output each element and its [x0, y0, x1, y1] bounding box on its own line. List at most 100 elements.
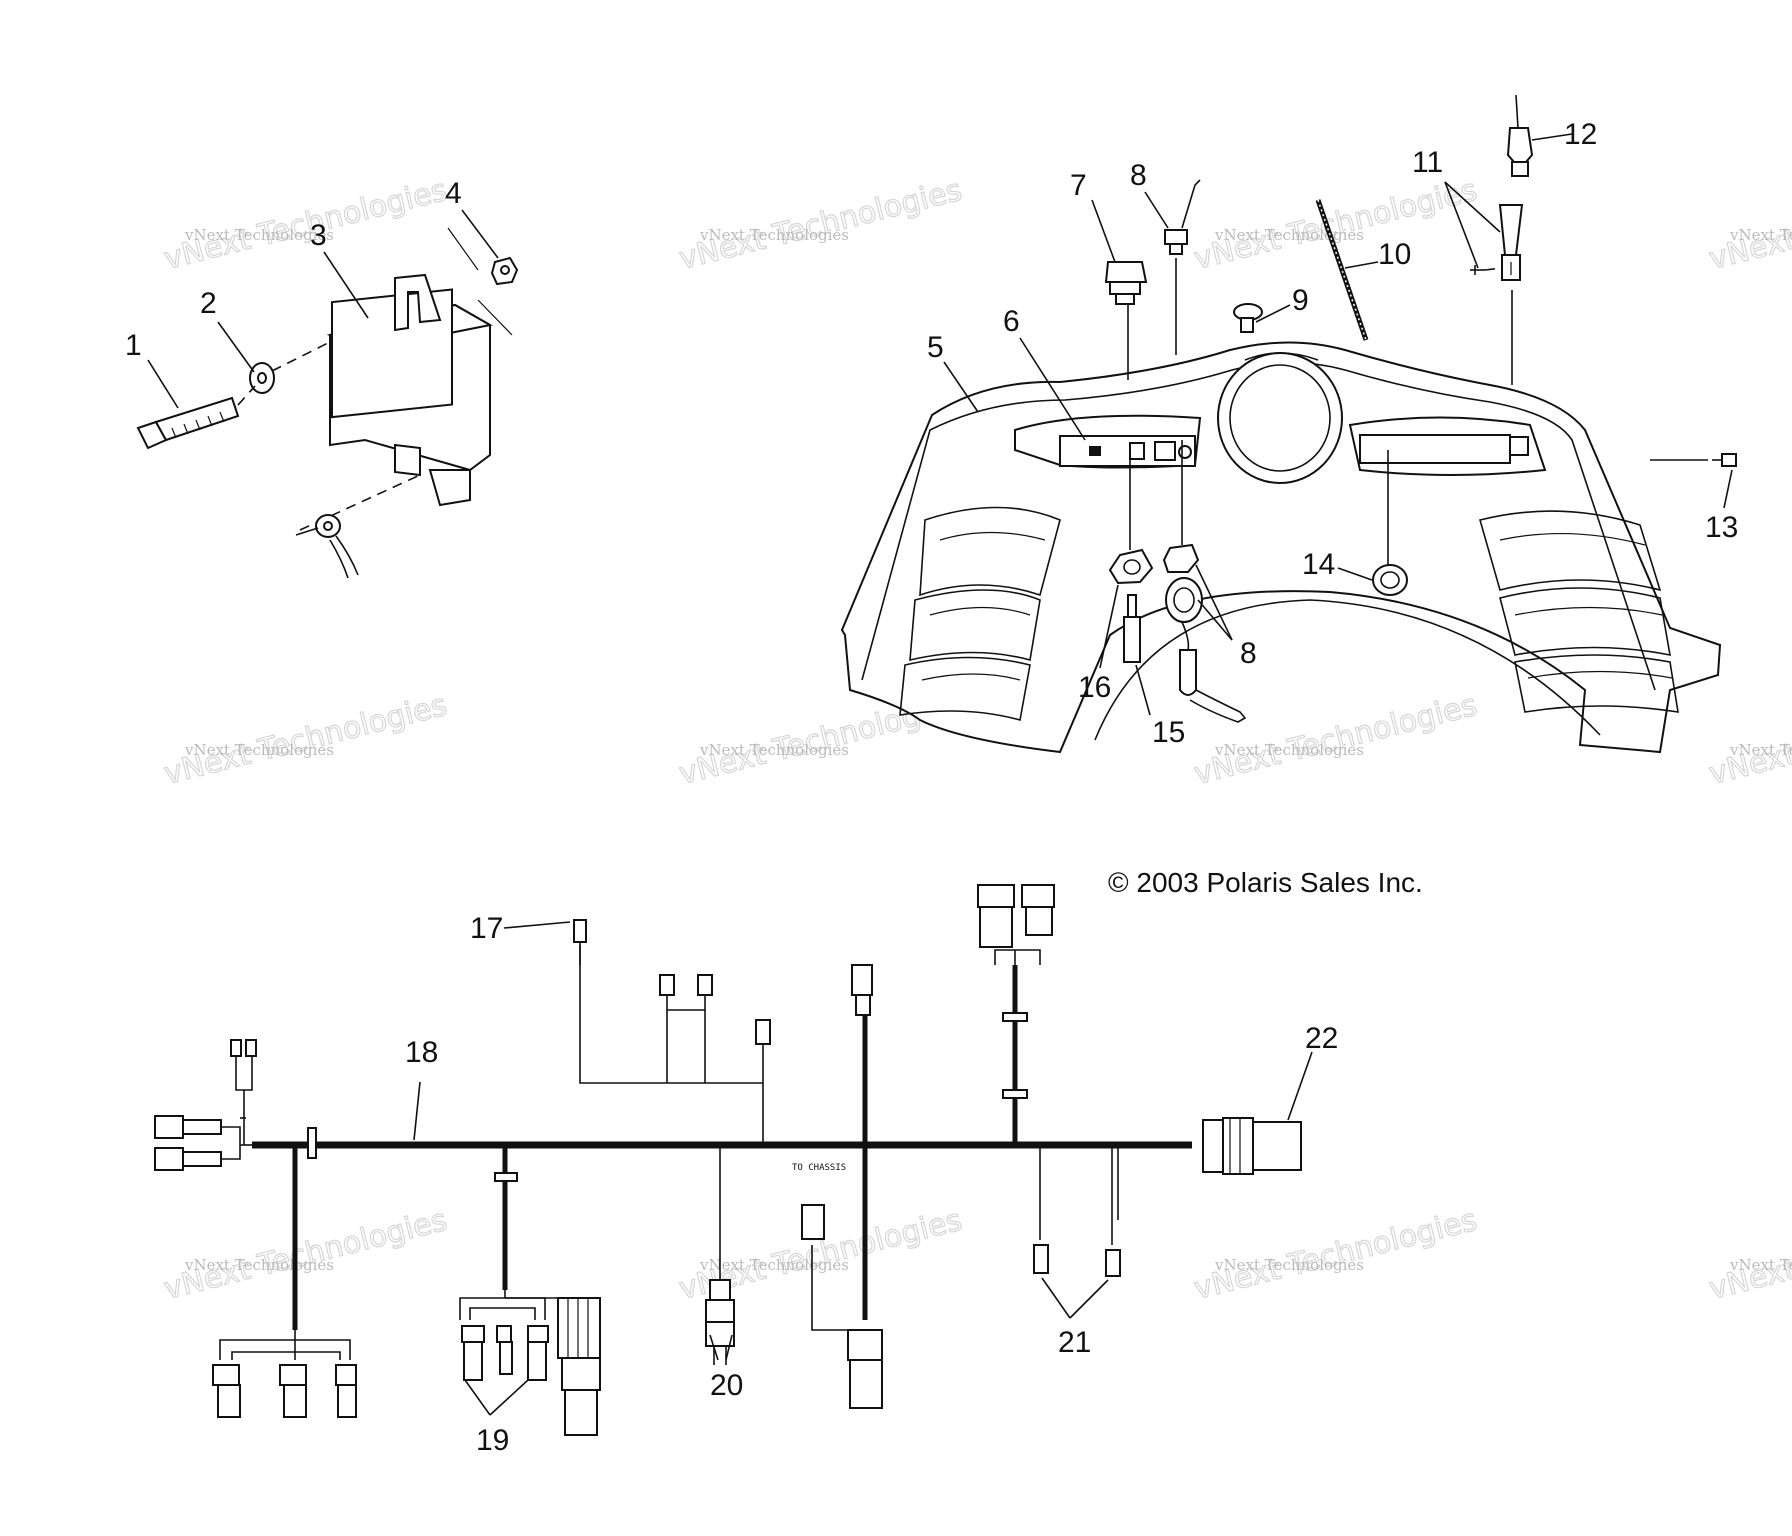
leader-20b [725, 1334, 733, 1361]
callout-22: 22 [1305, 1022, 1338, 1055]
watermark-outline: vNext Technologies [1706, 173, 1792, 277]
light-bar-part [1359, 434, 1511, 464]
nut-part-16 [1108, 548, 1154, 585]
watermark-text: vNext Technologies [699, 226, 849, 244]
leader-21a [1041, 1277, 1071, 1319]
callout-5: 5 [927, 331, 944, 364]
leader-5 [943, 361, 979, 413]
watermark-outline: vNext Technologies [161, 1203, 451, 1307]
callout-12: 12 [1564, 118, 1597, 151]
watermark-text: vNext Technologies [184, 226, 334, 244]
callout-11: 11 [1412, 146, 1443, 179]
harness-branch-17 [573, 919, 771, 1145]
watermark: vNext Technologies vNext Technologies [160, 687, 451, 792]
callout-20: 20 [710, 1369, 743, 1402]
leader-4 [461, 209, 499, 259]
leader-21b [1069, 1279, 1109, 1319]
leader-11a [1444, 181, 1501, 233]
callout-17: 17 [470, 912, 503, 945]
callout-4: 4 [445, 177, 462, 210]
leader-20a [709, 1334, 719, 1361]
watermark-text: vNext Technologies [1214, 741, 1364, 759]
leader-22 [1287, 1051, 1313, 1121]
watermark-outline: vNext Technologies [1191, 1203, 1481, 1307]
switch-cluster-part [1059, 435, 1196, 467]
watermark: vNext Technologies vNext Technologies [1190, 172, 1481, 277]
callout-18: 18 [405, 1036, 438, 1069]
watermark-text: vNext Technologies [1729, 226, 1792, 244]
key-plug-part [1123, 594, 1141, 663]
leader-15 [1135, 664, 1151, 716]
indicator-light-part [1104, 261, 1148, 305]
harness-branch-19 [459, 1145, 601, 1436]
leader-19b [489, 1379, 529, 1416]
harness-branch-upper-right [977, 884, 1055, 1145]
leader-8b-b [1197, 599, 1233, 641]
left-end-connectors [154, 1039, 317, 1171]
leader-6 [1019, 337, 1086, 441]
callout-3: 3 [310, 219, 327, 252]
harness-branch-center [801, 964, 883, 1409]
callout-15: 15 [1152, 716, 1185, 749]
watermark-outline: vNext Technologies [161, 173, 451, 277]
cdi-box-assembly [136, 209, 519, 579]
watermark: vNext Technologies vNext Technologies [160, 172, 451, 277]
leader-12 [1531, 133, 1573, 141]
leader-8b-a [1195, 564, 1233, 641]
watermark-text: vNext Technologies [1214, 226, 1364, 244]
bulb-part [1506, 94, 1534, 177]
ring-terminal-part [295, 474, 421, 579]
watermark: vNext Technologies vNext Technologies [1705, 1202, 1792, 1307]
callout-2: 2 [200, 287, 217, 320]
washer-part [249, 362, 275, 394]
leader-2 [217, 321, 255, 373]
leader-18 [413, 1081, 421, 1141]
main-connector-22 [1202, 1117, 1302, 1175]
callout-7: 7 [1070, 169, 1087, 202]
watermark-outline: vNext Technologies [676, 173, 966, 277]
watermark: vNext Technologies vNext Technologies [675, 172, 966, 277]
harness-branch-21 [1033, 1145, 1121, 1277]
watermark: vNext Technologies vNext Technologies [1190, 1202, 1481, 1307]
watermark-text: vNext Technologies [699, 741, 849, 759]
leader-3 [323, 251, 369, 319]
callout-9: 9 [1292, 284, 1309, 317]
callout-19: 19 [476, 1424, 509, 1457]
leader-14 [1337, 567, 1373, 581]
harness-label: TO CHASSIS [792, 1163, 846, 1173]
watermark-outline: vNext Technologies [1706, 1203, 1792, 1307]
watermark-outline: vNext Technologies [1706, 688, 1792, 792]
nut-part [490, 256, 519, 286]
watermark-text: vNext Technologies [1729, 1256, 1792, 1274]
threaded-rod-part [1315, 199, 1369, 341]
leader-13 [1723, 469, 1733, 509]
watermark-text: vNext Technologies [1214, 1256, 1364, 1274]
callout-14: 14 [1302, 548, 1335, 581]
watermark-outline: vNext Technologies [161, 688, 451, 792]
leader-1 [147, 359, 179, 409]
cdi-box-part [326, 273, 493, 507]
dash-panel-part [840, 341, 1722, 754]
watermark-text: vNext Technologies [1729, 741, 1792, 759]
push-rivet-part [1233, 303, 1263, 333]
ignition-switch-part [1162, 543, 1247, 723]
callout-16: 16 [1078, 671, 1111, 704]
dash-panel-assembly [840, 94, 1737, 754]
copyright-notice: © 2003 Polaris Sales Inc. [1108, 867, 1423, 898]
callout-6: 6 [1003, 305, 1020, 338]
toggle-switch-part [1164, 179, 1201, 255]
gauge-pod [1217, 352, 1343, 484]
leader-11b [1444, 181, 1479, 269]
callout-21: 21 [1058, 1326, 1091, 1359]
watermark: vNext Technologies vNext Technologies [1705, 687, 1792, 792]
callout-13: 13 [1705, 511, 1738, 544]
watermark: vNext Technologies vNext Technologies [1705, 172, 1792, 277]
leader-19a [464, 1379, 491, 1416]
callout-labels: 1 2 3 4 5 6 7 8 9 10 11 12 13 14 8 16 15… [125, 118, 1738, 1457]
callout-1: 1 [125, 329, 142, 362]
screw-part [1712, 453, 1737, 467]
leader-10 [1344, 261, 1379, 269]
bulb-socket-part [1498, 204, 1524, 281]
leader-9 [1255, 304, 1291, 323]
